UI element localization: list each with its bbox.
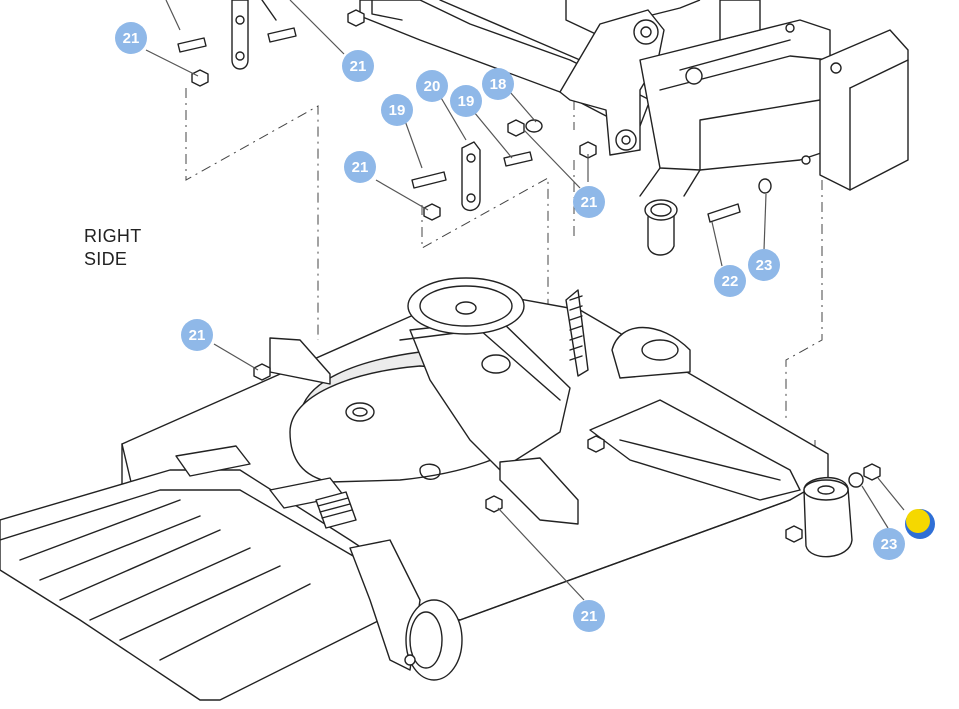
callout-22-label: 22 xyxy=(722,273,739,290)
callout-20: 20 xyxy=(416,70,448,102)
callout-21-a: 21 xyxy=(115,22,147,54)
callout-21-f-label: 21 xyxy=(581,608,598,625)
callout-21-c-label: 21 xyxy=(352,159,369,176)
callout-21-b: 21 xyxy=(342,50,374,82)
side-label-line2: SIDE xyxy=(84,249,128,269)
callout-23-a: 23 xyxy=(748,249,780,281)
callout-21-a-label: 21 xyxy=(123,30,140,47)
callout-21-e: 21 xyxy=(181,319,213,351)
callout-21-c: 21 xyxy=(344,151,376,183)
callout-19-a: 19 xyxy=(381,94,413,126)
front-roller-assembly xyxy=(0,445,463,701)
callout-20-label: 20 xyxy=(424,78,441,95)
top-left-hardware xyxy=(177,0,365,87)
center-hardware xyxy=(411,119,772,223)
callout-23-b: 23 xyxy=(873,528,905,560)
frame-assembly xyxy=(359,0,909,256)
callout-22: 22 xyxy=(714,265,746,297)
callout-21-d-label: 21 xyxy=(581,194,598,211)
callout-19-a-label: 19 xyxy=(389,102,406,119)
callout-21-b-label: 21 xyxy=(350,58,367,75)
side-label-line1: RIGHT xyxy=(84,226,142,246)
callout-23-b-label: 23 xyxy=(881,536,898,553)
highlight-marker[interactable] xyxy=(905,509,935,539)
callout-21-d: 21 xyxy=(573,186,605,218)
callout-21-e-label: 21 xyxy=(189,327,206,344)
callout-19-b-label: 19 xyxy=(458,93,475,110)
leader-lines xyxy=(145,0,905,601)
callout-19-b: 19 xyxy=(450,85,482,117)
callout-18: 18 xyxy=(482,68,514,100)
callout-21-f: 21 xyxy=(573,600,605,632)
callout-18-label: 18 xyxy=(490,76,507,93)
callout-23-a-label: 23 xyxy=(756,257,773,274)
